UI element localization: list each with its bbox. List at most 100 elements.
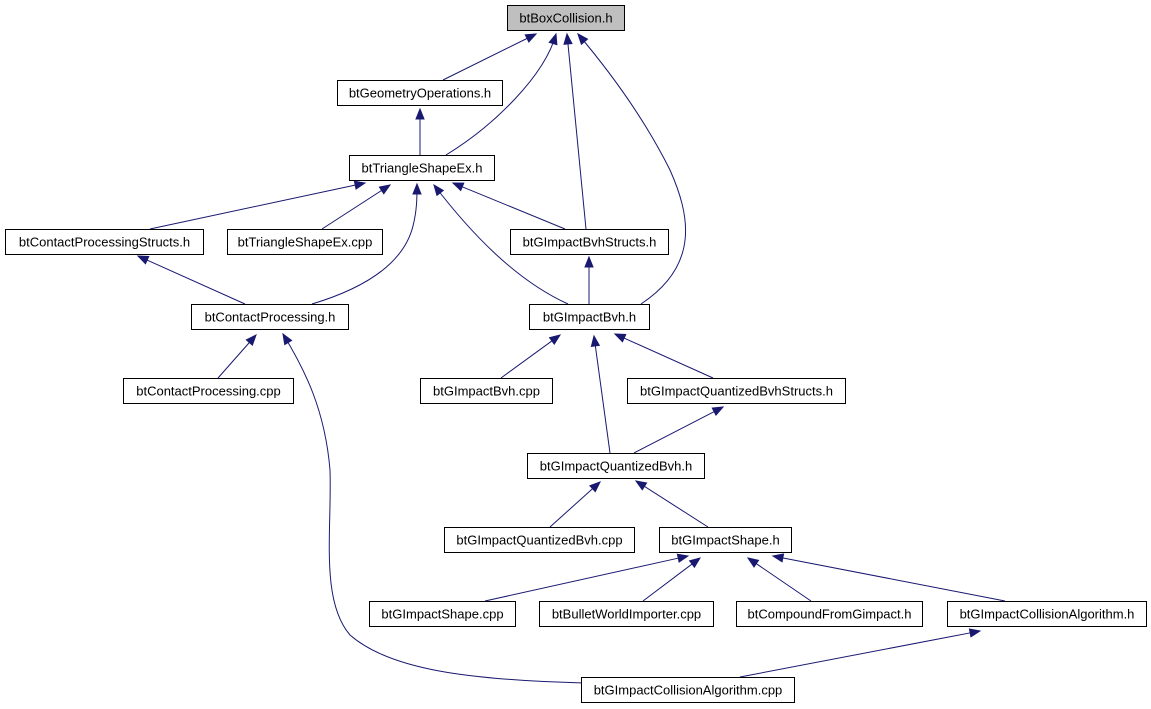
edge-shape_cpp-to-shape_h-arrowhead <box>676 553 690 563</box>
edge-worldimporter-to-shape_h <box>642 563 694 602</box>
node-box <box>227 229 383 255</box>
node-box <box>627 378 846 404</box>
edge-bvh_h-to-boxcollision <box>577 33 687 305</box>
edge-contactproc_cpp-to-contactproc_h-arrowhead <box>245 333 257 347</box>
edge-qbvh_h-to-qbvhstructs <box>633 410 716 454</box>
node-label: btBulletWorldImporter.cpp <box>552 607 701 622</box>
edge-shape_cpp-to-shape_h <box>484 557 680 602</box>
node-geomops[interactable]: btGeometryOperations.h <box>337 80 503 106</box>
node-label: btGImpactShape.h <box>671 533 779 548</box>
edge-collalgo_h-to-shape_h <box>781 557 1006 602</box>
node-box <box>420 378 553 404</box>
edge-bvhstructs-to-boxcollision <box>567 42 587 230</box>
node-compound[interactable]: btCompoundFromGimpact.h <box>736 601 923 627</box>
node-collalgo_h[interactable]: btGImpactCollisionAlgorithm.h <box>947 601 1147 627</box>
edge-trishapeex_h-to-boxcollision <box>445 33 557 156</box>
node-box <box>527 453 705 479</box>
node-contactstructs[interactable]: btContactProcessingStructs.h <box>5 229 204 255</box>
node-box <box>947 601 1147 627</box>
edge-bvh_cpp-to-bvh_h <box>500 339 554 379</box>
node-trishapeex_h[interactable]: btTriangleShapeEx.h <box>349 155 495 181</box>
node-bvh_h[interactable]: btGImpactBvh.h <box>529 304 650 330</box>
node-bvhstructs[interactable]: btGImpactBvhStructs.h <box>510 229 669 255</box>
edge-collalgo_cpp-to-contactproc_h-arrowhead <box>282 332 293 346</box>
node-shape_h[interactable]: btGImpactShape.h <box>659 527 792 553</box>
edge-collalgo_cpp-to-collalgo_h-arrowhead <box>968 628 982 638</box>
node-box <box>5 229 204 255</box>
node-box <box>510 229 669 255</box>
edge-contactproc_h-to-trishapeex_h-arrowhead <box>412 182 422 195</box>
edge-shape_h-to-qbvh_h <box>643 485 709 528</box>
node-label: btGImpactBvh.cpp <box>433 384 540 399</box>
node-contactproc_h[interactable]: btContactProcessing.h <box>191 304 349 330</box>
node-label: btGImpactQuantizedBvhStructs.h <box>640 384 833 399</box>
edge-contactstructs-to-trishapeex_h <box>149 184 357 230</box>
edge-collalgo_cpp-to-collalgo_h <box>739 632 972 678</box>
edge-trishapeex_h-to-boxcollision-arrowhead <box>548 32 558 46</box>
edge-qbvh_cpp-to-qbvh_h-arrowhead <box>589 481 602 493</box>
node-layer: btBoxCollision.h btGeometryOperations.h bt… <box>5 5 1147 703</box>
edge-geomops-to-boxcollision <box>442 37 529 81</box>
node-box <box>581 677 795 703</box>
edge-shape_h-to-qbvh_h-arrowhead <box>634 480 648 491</box>
edge-trishapeex_cpp-to-trishapeex_h <box>321 189 383 230</box>
node-label: btContactProcessing.h <box>205 310 336 325</box>
node-contactproc_cpp[interactable]: btContactProcessing.cpp <box>123 378 294 404</box>
node-label: btCompoundFromGimpact.h <box>747 607 911 622</box>
edge-bvh_h-to-trishapeex_h-arrowhead <box>433 183 445 197</box>
edge-bvhstructs-to-trishapeex_h <box>461 185 566 230</box>
node-qbvh_cpp[interactable]: btGImpactQuantizedBvh.cpp <box>444 527 635 553</box>
node-label: btGImpactQuantizedBvh.h <box>540 459 692 474</box>
node-box <box>444 527 635 553</box>
edge-contactproc_h-to-contactstructs <box>146 259 246 305</box>
edge-qbvh_h-to-qbvhstructs-arrowhead <box>711 406 725 417</box>
edge-trishapeex_cpp-to-trishapeex_h-arrowhead <box>378 184 392 195</box>
edge-qbvhstructs-to-bvh_h-arrowhead <box>613 333 627 343</box>
node-label: btGeometryOperations.h <box>349 86 491 101</box>
node-box <box>369 601 516 627</box>
edge-collalgo_cpp-to-contactproc_h <box>282 333 585 684</box>
node-box <box>337 80 503 106</box>
edge-trishapeex_h-to-geomops-arrowhead <box>415 107 425 120</box>
node-worldimporter[interactable]: btBulletWorldImporter.cpp <box>539 601 714 627</box>
node-box <box>529 304 650 330</box>
node-shape_cpp[interactable]: btGImpactShape.cpp <box>369 601 516 627</box>
edge-contactproc_h-to-trishapeex_h <box>311 183 418 305</box>
node-box <box>123 378 294 404</box>
node-label: btGImpactShape.cpp <box>381 607 503 622</box>
node-bvh_cpp[interactable]: btGImpactBvh.cpp <box>420 378 553 404</box>
edge-bvh_h-to-trishapeex_h <box>433 184 569 305</box>
edge-contactproc_cpp-to-contactproc_h <box>217 341 251 379</box>
edge-bvhstructs-to-boxcollision-arrowhead <box>563 32 573 45</box>
edge-bvh_h-to-bvhstructs-arrowhead <box>584 255 594 268</box>
node-box <box>736 601 923 627</box>
node-trishapeex_cpp[interactable]: btTriangleShapeEx.cpp <box>227 229 383 255</box>
node-box <box>507 5 625 31</box>
edge-bvh_cpp-to-bvh_h-arrowhead <box>548 334 562 346</box>
node-label: btBoxCollision.h <box>519 11 612 26</box>
edge-collalgo_h-to-shape_h-arrowhead <box>771 553 785 563</box>
edge-qbvhstructs-to-bvh_h <box>623 337 714 379</box>
node-collalgo_cpp[interactable]: btGImpactCollisionAlgorithm.cpp <box>581 677 795 703</box>
node-label: btGImpactQuantizedBvh.cpp <box>456 533 622 548</box>
node-qbvhstructs[interactable]: btGImpactQuantizedBvhStructs.h <box>627 378 846 404</box>
edge-qbvh_cpp-to-qbvh_h <box>549 487 594 528</box>
edge-layer <box>136 32 1006 684</box>
edge-qbvh_h-to-bvh_h-arrowhead <box>590 334 601 348</box>
edge-qbvh_h-to-bvh_h <box>594 344 611 454</box>
node-box <box>191 304 349 330</box>
node-box <box>349 155 495 181</box>
node-boxcollision[interactable]: btBoxCollision.h <box>507 5 625 31</box>
edge-geomops-to-boxcollision-arrowhead <box>524 33 538 43</box>
node-box <box>659 527 792 553</box>
edge-compound-to-shape_h-arrowhead <box>746 557 760 568</box>
edge-bvhstructs-to-trishapeex_h-arrowhead <box>451 182 465 192</box>
node-label: btGImpactBvh.h <box>543 310 636 325</box>
node-label: btContactProcessing.cpp <box>136 384 281 399</box>
edge-compound-to-shape_h <box>755 562 812 602</box>
edge-worldimporter-to-shape_h-arrowhead <box>688 557 702 569</box>
node-qbvh_h[interactable]: btGImpactQuantizedBvh.h <box>527 453 705 479</box>
node-label: btTriangleShapeEx.h <box>362 161 483 176</box>
edge-contactproc_h-to-contactstructs-arrowhead <box>136 255 150 265</box>
